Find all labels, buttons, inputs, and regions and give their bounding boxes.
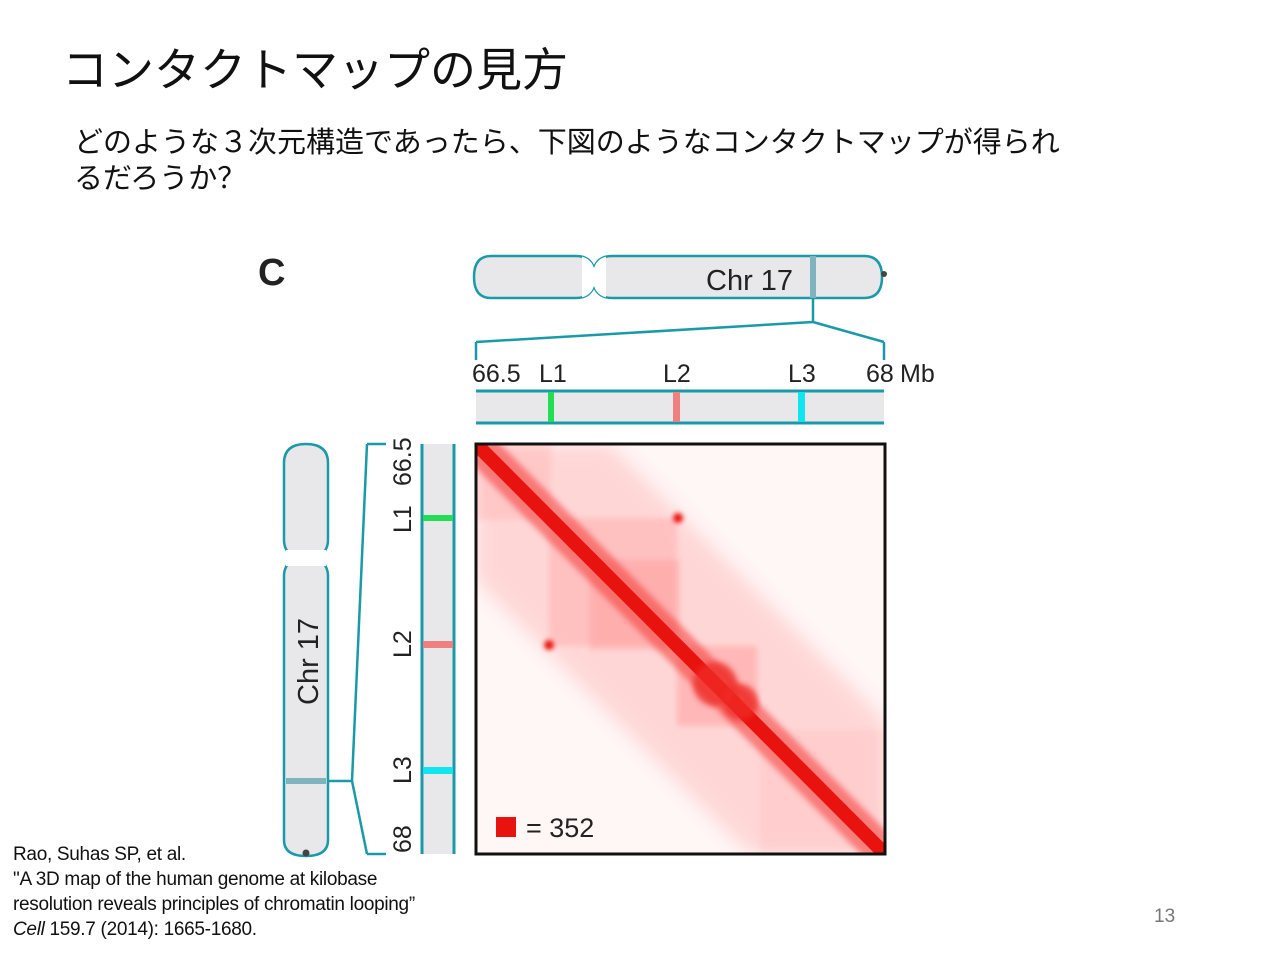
- citation-line-2: "A 3D map of the human genome at kilobas…: [13, 869, 378, 890]
- top-axis-unit: Mb: [900, 360, 935, 388]
- top-locus-mark-l1: [548, 392, 554, 422]
- left-axis-end: 68: [389, 825, 417, 853]
- left-chromosome-label: Chr 17: [293, 618, 325, 705]
- question-text: どのような３次元構造であったら、下図のようなコンタクトマップが得られ るだろうか…: [74, 124, 1184, 196]
- citation-details: 159.7 (2014): 1665-1680.: [44, 919, 258, 940]
- citation: Rao, Suhas SP, et al. "A 3D map of the h…: [13, 842, 415, 942]
- left-locus-label-l2: L2: [389, 630, 417, 658]
- left-chromosome: Chr 17: [282, 442, 330, 858]
- citation-line-1: Rao, Suhas SP, et al.: [13, 844, 186, 865]
- top-locus-label-l2: L2: [663, 360, 691, 388]
- top-locus-label-l1: L1: [539, 360, 567, 388]
- top-locus-track: [476, 389, 884, 425]
- left-locus-mark-l2: [423, 641, 453, 648]
- slide-title: コンタクトマップの見方: [62, 43, 568, 97]
- question-line-2: るだろうか？: [74, 161, 247, 195]
- contact-heatmap: [476, 444, 885, 854]
- left-locus-label-l3: L3: [389, 756, 417, 784]
- loop-dot-l1-l2: [673, 513, 683, 523]
- panel-letter: C: [258, 252, 285, 294]
- question-line-1: どのような３次元構造であったら、下図のようなコンタクトマップが得られ: [74, 125, 1060, 159]
- top-zoom-connector: [474, 298, 886, 360]
- top-axis-start: 66.5: [472, 360, 521, 388]
- left-locus-mark-l3: [423, 767, 453, 774]
- left-axis-start: 66.5: [389, 437, 417, 486]
- loop-dot-l2-l1: [544, 640, 554, 650]
- legend-value: = 352: [526, 813, 594, 843]
- top-chromosome-label: Chr 17: [706, 265, 793, 297]
- citation-line-3: resolution reveals principles of chromat…: [13, 894, 415, 915]
- left-locus-mark-l1: [423, 515, 453, 521]
- top-axis-end: 68: [866, 360, 894, 388]
- citation-journal: Cell: [13, 919, 45, 940]
- top-chromosome: Chr 17: [472, 254, 887, 300]
- top-locus-mark-l2: [673, 392, 680, 422]
- left-axis-labels: 66.5 L1 L2 L3 68: [389, 437, 417, 853]
- page-number: 13: [1154, 906, 1176, 927]
- left-locus-label-l1: L1: [389, 505, 417, 533]
- top-locus-mark-l3: [798, 392, 805, 422]
- legend-swatch: [496, 817, 516, 837]
- citation-line-4: Cell 159.7 (2014): 1665-1680.: [13, 917, 415, 942]
- top-locus-label-l3: L3: [788, 360, 816, 388]
- left-locus-track: [420, 444, 456, 854]
- heatmap-legend: = 352: [496, 813, 594, 843]
- top-axis-labels: 66.5 L1 L2 L3 68 Mb: [472, 360, 935, 388]
- left-zoom-connector: [328, 442, 386, 856]
